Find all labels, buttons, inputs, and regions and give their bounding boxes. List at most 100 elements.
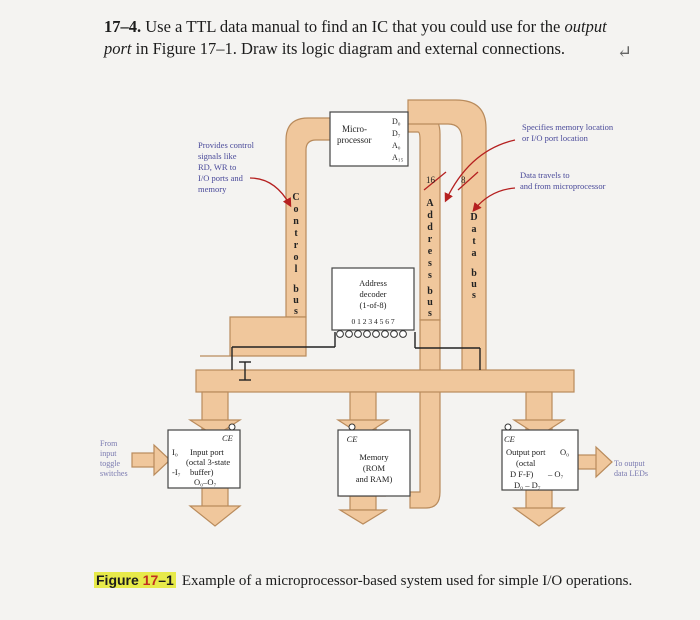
control-drop-left	[200, 316, 307, 357]
input-source-2: input	[100, 449, 117, 458]
decoder-line1: Address	[359, 278, 387, 288]
cb-l5: o	[294, 252, 299, 263]
control-note-5: memory	[198, 184, 227, 194]
bus-width-8: 8	[461, 175, 466, 185]
ab-l3: r	[428, 234, 433, 245]
output-port-box	[501, 429, 579, 491]
address-note-2: or I/O port location	[522, 133, 589, 143]
ab-l5: s	[428, 258, 432, 269]
input-source-3: toggle	[100, 459, 120, 468]
cb-w1: u	[293, 295, 299, 306]
micro-pin-d7: D₇	[392, 129, 401, 138]
bus-width-16: 16	[426, 175, 436, 185]
control-note-1: Provides control	[198, 140, 255, 150]
control-note: Provides control signals like RD, WR to …	[198, 140, 255, 194]
db-l3: a	[472, 248, 477, 259]
question-italic-output: output	[564, 17, 607, 36]
decoder-output-bubbles	[336, 330, 407, 338]
data-bus-label: D a t a b u s	[470, 212, 477, 301]
control-note-4: I/O ports and	[198, 173, 244, 183]
output-port-ce: CE	[504, 434, 516, 444]
memory-text: CE Memory (ROM and RAM)	[347, 434, 393, 484]
output-port-line4: D₀ – D₇	[514, 480, 541, 490]
figure-caption-label: Figure 17–1	[94, 572, 176, 588]
micro-text: Micro- processor D₀ D₇ A₀ A₁₅	[337, 117, 404, 162]
caption-text: Example of a microprocessor-based system…	[181, 573, 633, 589]
control-bus-label: C o n t r o l b u s	[292, 192, 299, 317]
micro-line2: processor	[337, 135, 372, 145]
input-port-text: CE I₀ Input port (octal 3-state -I₇ buff…	[172, 433, 234, 487]
input-source-4: switches	[100, 469, 128, 478]
decoder-outputs: 0 1 2 3 4 5 6 7	[351, 317, 394, 326]
caption-prefix: Figure	[96, 572, 143, 588]
cb-l0: C	[292, 192, 299, 203]
data-note: Data travels to and from microprocessor	[520, 170, 606, 191]
output-port-line1: Output port	[506, 447, 546, 457]
output-dest-1: To output	[614, 459, 646, 468]
cb-l6: l	[295, 264, 298, 275]
question-text-a: Use a TTL data manual to find an IC that…	[145, 17, 561, 36]
micro-pin-d0: D₀	[392, 117, 401, 126]
cb-w2: s	[294, 306, 298, 317]
address-bus-down	[409, 319, 441, 509]
input-port-line3: buffer)	[190, 467, 214, 477]
micro-pin-a0: A₀	[392, 141, 401, 150]
output-dest: To output data LEDs	[614, 459, 648, 478]
decoder-wires	[231, 332, 481, 381]
ab-w2: s	[428, 308, 432, 319]
output-port-text: CE Output port O₀ (octal D F-F) – O₇ D₀ …	[504, 434, 569, 490]
address-bus-label: A d d r e s s b u s	[426, 198, 434, 319]
data-note-2: and from microprocessor	[520, 181, 606, 191]
memory-ce: CE	[347, 434, 359, 444]
return-arrow-icon: ↵	[617, 42, 633, 62]
db-w0: b	[471, 268, 477, 279]
ab-l4: e	[428, 246, 433, 257]
db-l2: t	[472, 236, 476, 247]
db-l1: a	[472, 224, 477, 235]
micro-line1: Micro-	[342, 124, 367, 134]
memory-line3: and RAM)	[356, 474, 393, 484]
ab-l2: d	[427, 222, 433, 233]
micro-pin-a15: A₁₅	[392, 153, 404, 162]
db-w2: s	[472, 290, 476, 301]
output-port-line2: (octal	[516, 458, 536, 468]
input-source-1: From	[100, 439, 118, 448]
decoder-line3: (1-of-8)	[360, 300, 387, 310]
input-port-i0: I₀	[172, 447, 178, 457]
question-text: 17–4. Use a TTL data manual to find an I…	[104, 16, 624, 60]
question-text-b: in Figure 17–1. Draw its logic diagram a…	[135, 39, 565, 58]
output-port-o0: O₀	[560, 447, 569, 457]
data-note-1: Data travels to	[520, 170, 570, 180]
address-note: Specifies memory location or I/O port lo…	[522, 122, 614, 143]
ab-w1: u	[427, 297, 433, 308]
decoder-box	[331, 267, 415, 331]
caption-number: 17	[142, 572, 159, 588]
memory-line1: Memory	[359, 452, 389, 462]
control-note-2: signals like	[198, 151, 237, 161]
memory-box	[337, 429, 411, 497]
db-w1: u	[471, 279, 477, 290]
control-note-3: RD, WR to	[198, 162, 236, 172]
input-port-ce: CE	[222, 433, 234, 443]
component-boxes	[167, 111, 579, 497]
question-number: 17–4.	[104, 17, 142, 36]
input-port-i7: -I₇	[172, 467, 181, 477]
cb-l3: t	[294, 228, 298, 239]
question-italic-port: port	[104, 39, 132, 58]
input-port-box	[167, 429, 241, 489]
ab-w0: b	[427, 286, 433, 297]
decoder-line2: decoder	[360, 289, 387, 299]
cb-l4: r	[294, 240, 299, 251]
ab-l1: d	[427, 210, 433, 221]
note-leaders	[249, 139, 516, 213]
input-port-line2: (octal 3-state	[186, 457, 230, 467]
figure-caption: Figure 17–1 Example of a microprocessor-b…	[94, 572, 632, 590]
output-dest-2: data LEDs	[614, 469, 648, 478]
input-source: From input toggle switches	[100, 439, 128, 478]
data-bus-horizontal	[195, 369, 575, 393]
db-l0: D	[470, 212, 477, 223]
address-note-1: Specifies memory location	[522, 122, 614, 132]
cb-l1: o	[294, 204, 299, 215]
bus-widths: 16 8	[426, 175, 466, 185]
